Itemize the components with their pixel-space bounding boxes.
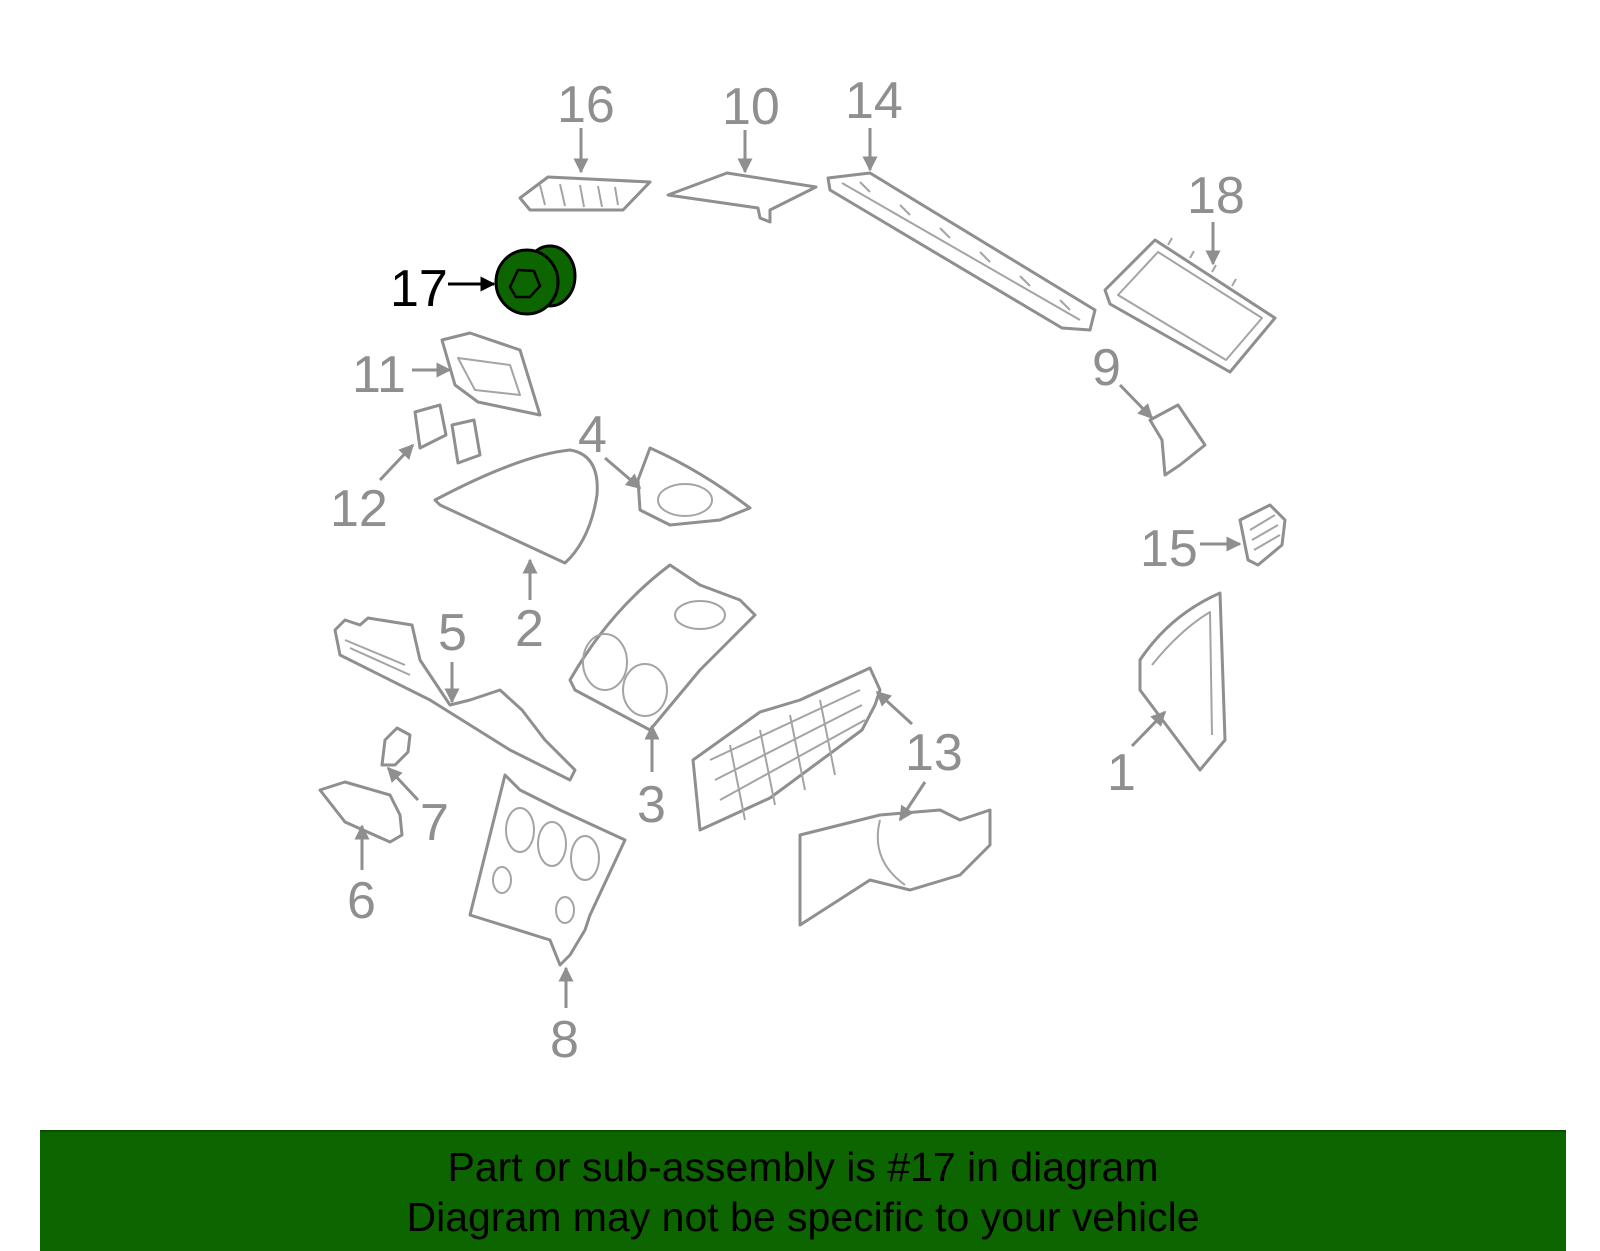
- callout-16: 16: [557, 76, 615, 134]
- part-16-vent-grille: [518, 175, 652, 212]
- callout-12: 12: [330, 480, 388, 538]
- part-18-display: [1103, 237, 1277, 374]
- part-4-gauge-bezel: [636, 446, 752, 527]
- callout-18: 18: [1187, 167, 1245, 225]
- leader-lines: [354, 128, 1242, 1008]
- callout-17: 17: [390, 260, 448, 318]
- part-13-glovebox-liner: [691, 666, 882, 832]
- callout-10: 10: [722, 78, 780, 136]
- part-6-tray: [318, 780, 404, 844]
- part-3-center-console: [568, 563, 757, 732]
- callout-8: 8: [550, 1011, 579, 1069]
- callout-3: 3: [637, 776, 666, 834]
- callout-13: 13: [905, 724, 963, 782]
- callout-7: 7: [420, 794, 449, 852]
- part-5-lower-dash: [333, 616, 577, 782]
- part-14-defroster-strip: [826, 171, 1097, 332]
- part-9-trim: [1148, 403, 1207, 477]
- part-8-lower-console: [468, 773, 627, 967]
- callout-9: 9: [1092, 339, 1121, 397]
- parts-diagram: 16 10 14 18 17 11 9 4 12 15 2 5 13 1 3 7…: [318, 72, 1287, 1069]
- part-7-switch: [380, 726, 412, 767]
- part-15-small-vent: [1238, 503, 1287, 567]
- part-17-knob-highlighted: [494, 244, 577, 316]
- callout-15: 15: [1140, 520, 1198, 578]
- part-12-clips: [413, 403, 482, 465]
- callout-5: 5: [438, 604, 467, 662]
- part-11-bezel: [440, 331, 542, 417]
- callout-4: 4: [578, 406, 607, 464]
- callout-11: 11: [352, 346, 406, 404]
- part-13-duct: [798, 808, 992, 927]
- part-2-top-cover: [433, 448, 599, 565]
- banner-line-1: Part or sub-assembly is #17 in diagram: [447, 1143, 1159, 1190]
- part-10-panel: [666, 171, 818, 224]
- part-1-side-panel: [1138, 591, 1227, 772]
- callout-6: 6: [347, 872, 376, 930]
- callout-2: 2: [515, 600, 544, 658]
- info-banner: Part or sub-assembly is #17 in diagram D…: [40, 1130, 1566, 1251]
- callout-14: 14: [845, 72, 903, 130]
- banner-line-2: Diagram may not be specific to your vehi…: [406, 1193, 1200, 1240]
- callout-1: 1: [1107, 744, 1136, 802]
